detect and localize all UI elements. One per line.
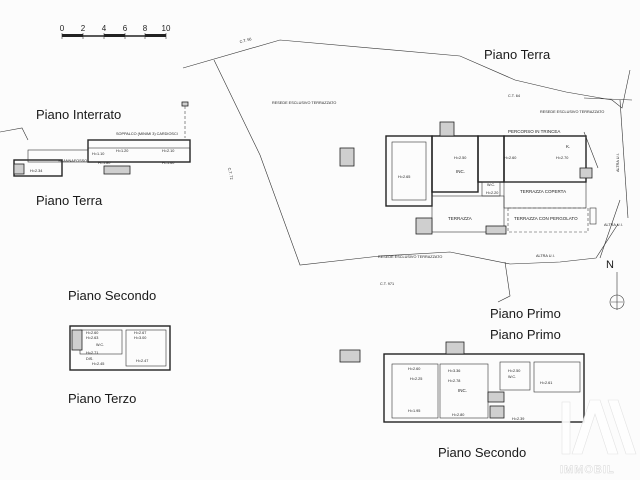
- altra-ui-label: ALTRA U.I.: [536, 254, 555, 258]
- height-note: H=2.60: [408, 367, 420, 371]
- resede-label: RESEDE ESCLUSIVO TERRAZZATO: [272, 101, 336, 105]
- height-note: H=2.80: [452, 413, 464, 417]
- height-note: H=2.60: [504, 156, 516, 160]
- height-note: H=2.34: [30, 169, 42, 173]
- room-label: INC.: [456, 169, 465, 174]
- north-arrow: N: [606, 259, 625, 310]
- height-note: H=2.50: [454, 156, 466, 160]
- altra-ui-label: ALTRA U.I.: [604, 223, 623, 227]
- height-note: H=2.39: [512, 417, 524, 421]
- height-note: H=1.60: [162, 161, 174, 165]
- height-note: H=2.45: [92, 362, 104, 366]
- scale-tick-label: 10: [162, 24, 171, 33]
- floor-label: Piano Terra: [36, 193, 103, 208]
- height-note: H=2.71: [86, 351, 98, 355]
- floor-label: Piano Primo: [490, 327, 561, 342]
- parcel-label: C.T. 72: [227, 167, 233, 180]
- room-label: TERRAZZA: [448, 216, 472, 221]
- height-note: H=2.10: [162, 149, 174, 153]
- floor-label: Piano Secondo: [68, 288, 156, 303]
- height-note: H=2.25: [410, 377, 422, 381]
- scale-tick-label: 2: [81, 24, 86, 33]
- height-note: H=2.70: [556, 156, 568, 160]
- basement-plan: SOPPALCO (MINIMI 3) CARDIOSCI SCANNAFOSS…: [0, 101, 191, 177]
- height-note: H=1.95: [408, 409, 420, 413]
- room-label: INC.: [458, 388, 467, 393]
- room-label: TERRAZZA COPERTA: [520, 189, 566, 194]
- scale-tick-label: 0: [60, 24, 65, 33]
- height-note: H=2.50: [508, 369, 520, 373]
- height-note: H=2.60: [86, 331, 98, 335]
- height-note: H=3.36: [448, 369, 460, 373]
- height-note: H=2.47: [136, 359, 148, 363]
- room-label: PERCORSO IN TRINCEA: [508, 129, 560, 134]
- floor-label: Piano Terra: [484, 47, 551, 62]
- height-note: H=2.67: [134, 331, 146, 335]
- watermark-brand: IMMOBIL: [560, 464, 615, 476]
- height-note: H=2.65: [398, 175, 410, 179]
- room-label: W.C.: [508, 375, 516, 379]
- third-floor-plan: W.C. DIS. H=2.60 H=2.63 H=2.67 H=3.00 H=…: [69, 325, 171, 371]
- height-note: H=2.20: [486, 191, 498, 195]
- height-note: H=2.61: [540, 381, 552, 385]
- north-arrow-label: N: [606, 259, 614, 271]
- scale-tick-label: 6: [123, 24, 128, 33]
- room-label: DIS.: [86, 357, 93, 361]
- height-note: H=1.80: [98, 161, 110, 165]
- room-label: TERRAZZA CON PERGOLATO: [514, 216, 578, 221]
- resede-label: RESEDE ESCLUSIVO TERRAZZATO: [378, 255, 442, 259]
- parcel-label: C.T. 971: [380, 282, 394, 286]
- floor-label: Piano Terzo: [68, 391, 136, 406]
- height-note: H=2.78: [448, 379, 460, 383]
- watermark-logo: IMMOBIL: [560, 399, 637, 476]
- parcel-label: C.T. 56: [239, 37, 252, 44]
- floor-label: Piano Secondo: [438, 445, 526, 460]
- height-note: H=1.10: [92, 152, 104, 156]
- basement-note: SCANNAFOSSO: [58, 159, 87, 163]
- height-note: H=3.00: [134, 336, 146, 340]
- basement-note: SOPPALCO (MINIMI 3) CARDIOSCI: [116, 132, 178, 136]
- scale-tick-label: 4: [102, 24, 107, 33]
- room-label: W.C.: [487, 183, 495, 187]
- floor-label: Piano Interrato: [36, 107, 121, 122]
- room-label: W.C.: [96, 343, 104, 347]
- altra-ui-label: ALTRA U.I.: [616, 153, 620, 172]
- resede-label: RESEDE ESCLUSIVO TERRAZZATO: [540, 110, 604, 114]
- room-label: K.: [566, 144, 570, 149]
- scale-tick-label: 8: [143, 24, 148, 33]
- second-floor-plan: INC. W.C. H=2.60 H=2.25 H=3.36 H=2.78 H=…: [339, 341, 585, 423]
- site-boundary: C.T. 56 C.T. 64 C.T. 971 RESEDE ESCLUSIV…: [182, 37, 633, 303]
- floor-label: Piano Primo: [490, 306, 561, 321]
- height-note: H=1.20: [116, 149, 128, 153]
- height-note: H=2.63: [86, 336, 98, 340]
- parcel-label: C.T. 64: [508, 94, 520, 98]
- ground-floor-plan: PERCORSO IN TRINCEA INC. W.C. TERRAZZA C…: [339, 121, 599, 235]
- scale-bar: 0 2 4 6 8 10: [60, 24, 171, 39]
